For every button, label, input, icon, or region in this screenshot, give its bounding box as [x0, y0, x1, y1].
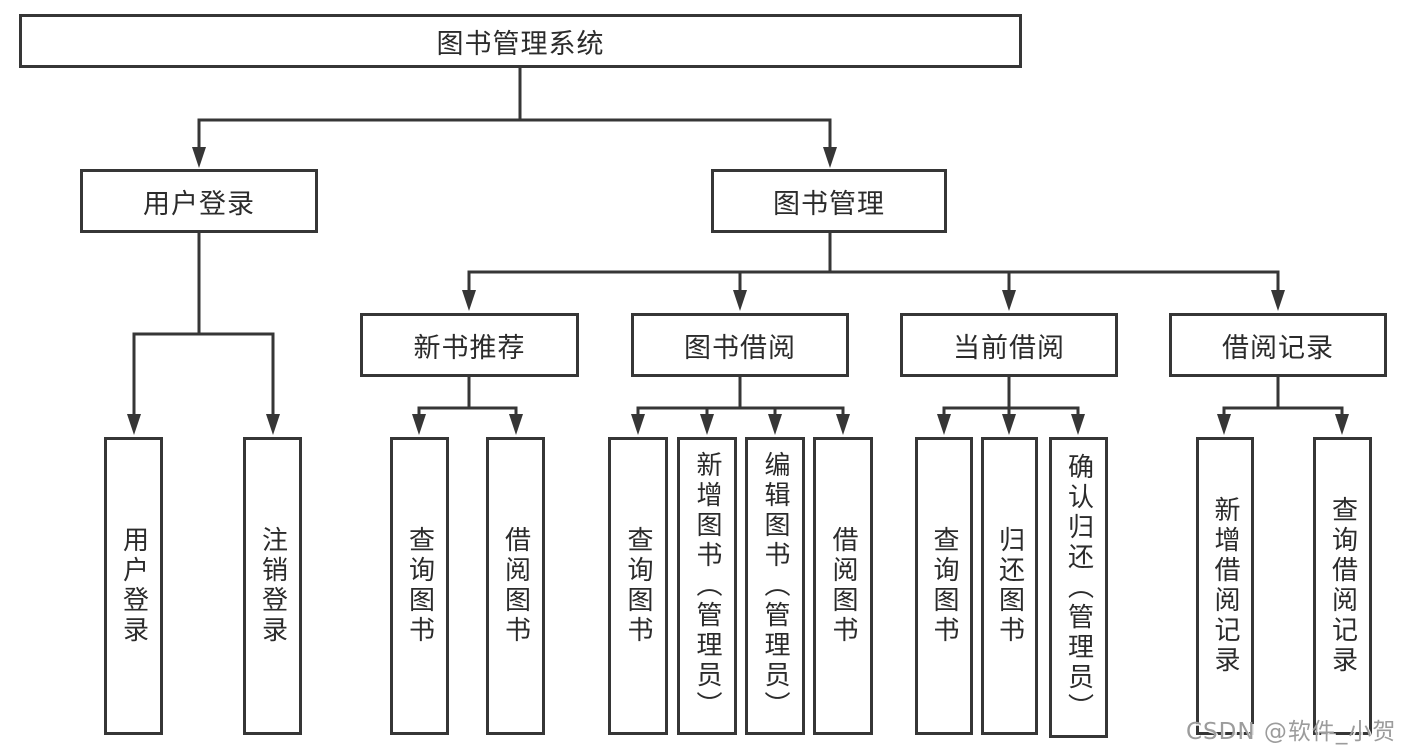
leaf-user-login: 用户登录	[104, 437, 163, 735]
leaf-add-book-admin: 新增图书（管理员）	[677, 437, 737, 735]
leaf-borrow-books: 借阅图书	[813, 437, 873, 735]
node-user-login-label: 用户登录	[143, 188, 255, 220]
leaf-query-books-borrow-label: 查询图书	[623, 526, 653, 646]
leaf-return-book: 归还图书	[981, 437, 1038, 735]
leaf-borrow-books-recommend-label: 借阅图书	[500, 526, 531, 646]
leaf-confirm-return-admin-label: 确认归还（管理员）	[1063, 452, 1094, 723]
leaf-query-books-recommend: 查询图书	[390, 437, 449, 735]
csdn-watermark: CSDN @软件_小贺同学	[1186, 719, 1397, 745]
node-borrow-records: 借阅记录	[1169, 313, 1387, 377]
node-book-borrow: 图书借阅	[631, 313, 849, 377]
node-borrow-records-label: 借阅记录	[1222, 332, 1334, 364]
leaf-borrow-books-label: 借阅图书	[828, 526, 858, 646]
node-root: 图书管理系统	[19, 14, 1022, 68]
leaf-return-book-label: 归还图书	[994, 526, 1025, 646]
leaf-query-books-current-label: 查询图书	[929, 526, 959, 646]
node-user-login: 用户登录	[80, 169, 318, 233]
node-new-book-recommend: 新书推荐	[360, 313, 579, 377]
node-book-borrow-label: 图书借阅	[684, 332, 796, 364]
node-current-borrow: 当前借阅	[900, 313, 1118, 377]
leaf-logout-label: 注销登录	[257, 526, 288, 646]
leaf-user-login-label: 用户登录	[118, 526, 149, 646]
leaf-add-borrow-record: 新增借阅记录	[1196, 437, 1254, 735]
leaf-query-books-recommend-label: 查询图书	[404, 526, 435, 646]
leaf-borrow-books-recommend: 借阅图书	[486, 437, 545, 735]
leaf-edit-book-admin-label: 编辑图书（管理员）	[760, 451, 790, 721]
leaf-query-borrow-record-label: 查询借阅记录	[1327, 496, 1358, 676]
leaf-edit-book-admin: 编辑图书（管理员）	[745, 437, 805, 735]
leaf-add-book-admin-label: 新增图书（管理员）	[692, 451, 722, 721]
leaf-add-borrow-record-label: 新增借阅记录	[1210, 496, 1240, 676]
leaf-query-borrow-record: 查询借阅记录	[1313, 437, 1372, 735]
node-book-management-label: 图书管理	[773, 188, 885, 220]
node-new-book-recommend-label: 新书推荐	[413, 332, 526, 364]
leaf-query-books-current: 查询图书	[915, 437, 973, 735]
node-current-borrow-label: 当前借阅	[953, 332, 1065, 364]
leaf-logout: 注销登录	[243, 437, 302, 735]
leaf-confirm-return-admin: 确认归还（管理员）	[1049, 437, 1108, 738]
leaf-query-books-borrow: 查询图书	[608, 437, 668, 735]
node-root-label: 图书管理系统	[436, 28, 605, 60]
node-book-management: 图书管理	[711, 169, 947, 233]
